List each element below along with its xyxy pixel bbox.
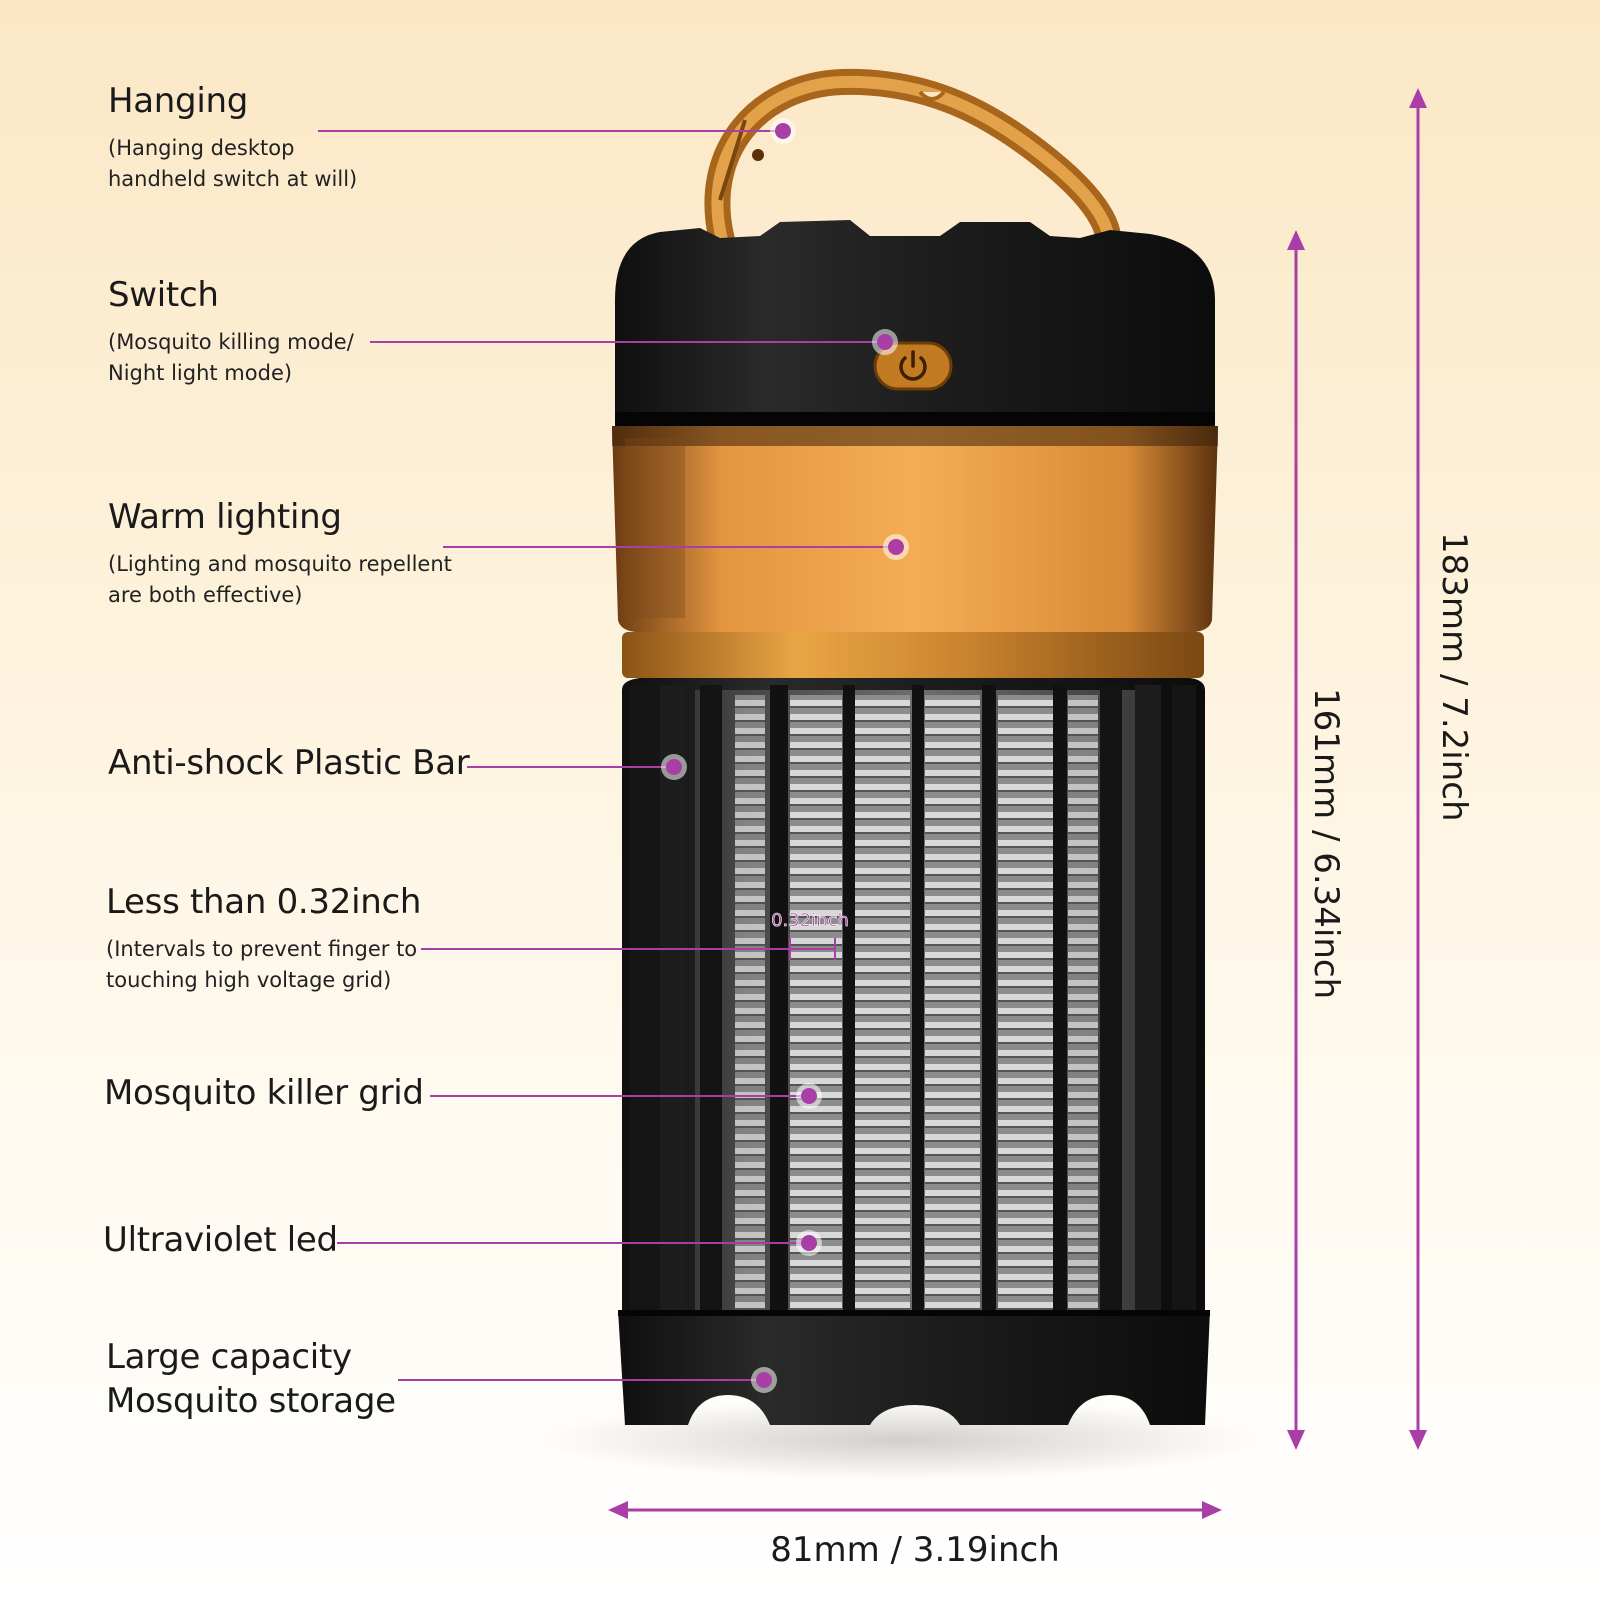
callout-dot-icon — [770, 118, 796, 144]
annotation-gap-size: Less than 0.32inch (Intervals to prevent… — [106, 882, 422, 996]
annotation-subtitle: (Lighting and mosquito repellent are bot… — [108, 552, 452, 608]
callout-dot-icon — [751, 1367, 777, 1393]
callout-dot-icon — [872, 329, 898, 355]
gold-band — [622, 632, 1204, 678]
hanging-hook — [704, 68, 1121, 261]
annotation-title: Warm lighting — [108, 497, 342, 537]
annotation-title: Hanging — [108, 81, 249, 121]
annotation-title: Switch — [108, 275, 219, 315]
width-dimension-label: 81mm / 3.19inch — [770, 1530, 1060, 1570]
callout-dot-icon — [661, 754, 687, 780]
annotation-warm-lighting: Warm lighting (Lighting and mosquito rep… — [108, 497, 452, 611]
dimension-arrows — [608, 88, 1427, 1519]
callout-dots — [661, 118, 909, 1393]
power-button[interactable] — [873, 341, 953, 391]
annotation-title: Ultraviolet led — [103, 1220, 338, 1260]
callout-dot-icon — [883, 534, 909, 560]
annotation-subtitle: (Mosquito killing mode/ Night light mode… — [108, 330, 354, 386]
warm-light-section — [612, 426, 1218, 632]
callout-lines — [318, 130, 893, 1381]
grate-body — [618, 678, 1210, 1425]
annotation-hanging: Hanging (Hanging desktop handheld switch… — [108, 81, 358, 195]
annotation-switch: Switch (Mosquito killing mode/ Night lig… — [108, 275, 354, 389]
annotation-anti-shock-bar: Anti-shock Plastic Bar — [108, 743, 470, 783]
total-height-dimension-label: 183mm / 7.2inch — [1434, 532, 1474, 822]
annotation-killer-grid: Mosquito killer grid — [104, 1073, 424, 1113]
annotation-title: Mosquito killer grid — [104, 1073, 424, 1113]
gap-label: 0.32inch — [771, 910, 849, 931]
annotation-title: Less than 0.32inch — [106, 882, 422, 922]
body-height-dimension-label: 161mm / 6.34inch — [1306, 688, 1346, 1000]
callout-dot-icon — [796, 1230, 822, 1256]
annotation-subtitle: (Hanging desktop handheld switch at will… — [108, 136, 358, 192]
top-cap — [615, 220, 1215, 426]
callout-dot-icon — [796, 1083, 822, 1109]
power-icon — [899, 350, 927, 381]
annotation-title: Anti-shock Plastic Bar — [108, 743, 470, 783]
annotation-title: Large capacity Mosquito storage — [106, 1337, 396, 1421]
annotation-uv-led: Ultraviolet led — [103, 1220, 338, 1260]
annotation-subtitle: (Intervals to prevent finger to touching… — [106, 937, 418, 993]
annotation-mosquito-storage: Large capacity Mosquito storage — [106, 1335, 396, 1423]
